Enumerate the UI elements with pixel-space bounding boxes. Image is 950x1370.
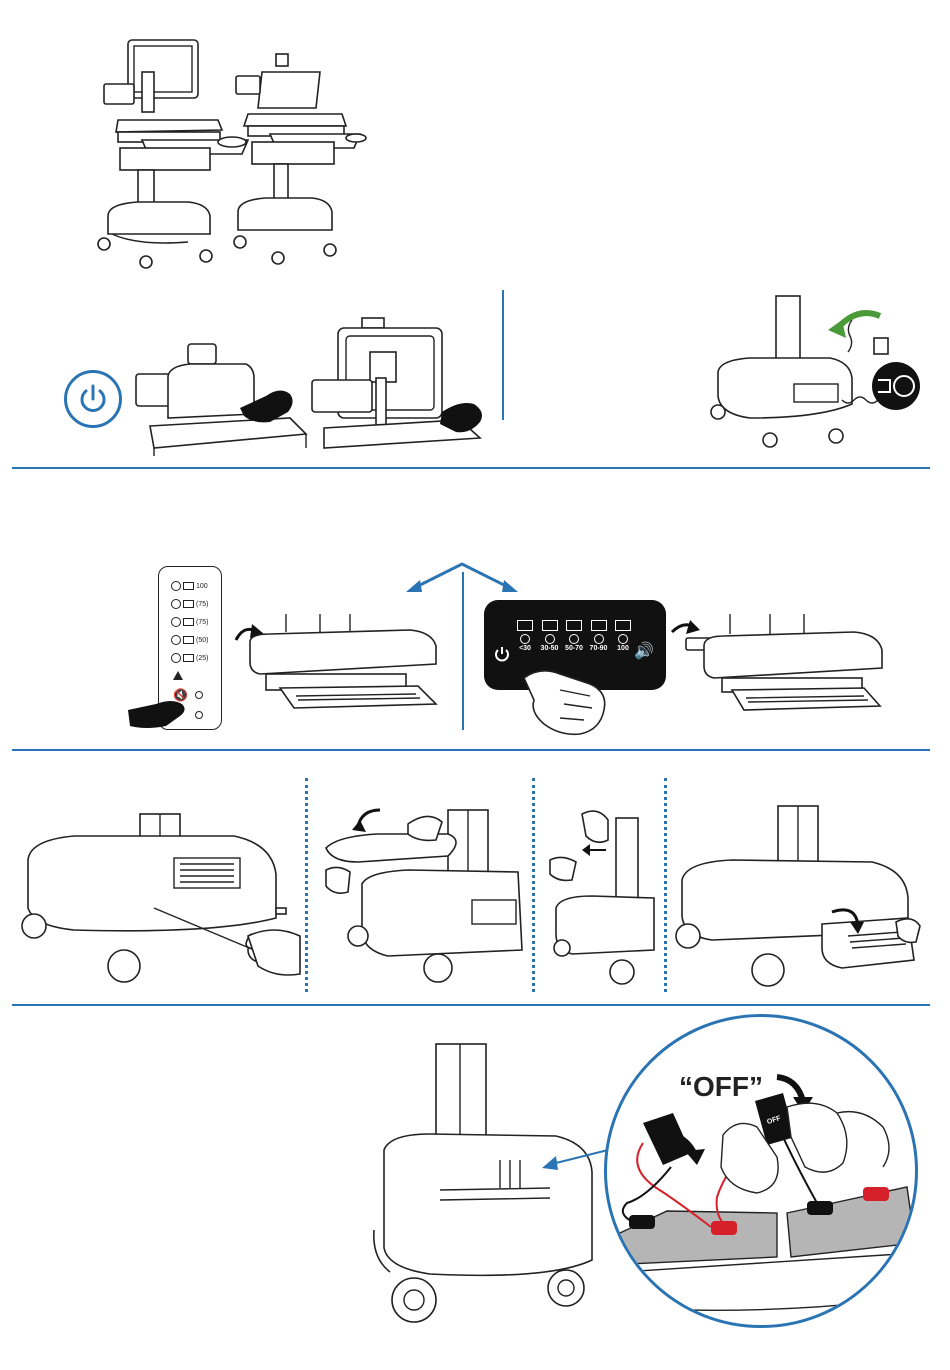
battery-level-item: 100 [612,620,634,660]
led-indicator [171,635,181,645]
battery-level-list: 100 (75) (75) (50) (25) [171,577,217,667]
battery-icon [183,636,194,644]
warning-icon [173,671,183,680]
led-indicator [618,634,628,644]
battery-icon [517,620,533,631]
hand-pressing-power-icon [126,696,190,732]
led-indicator [171,653,181,663]
column-divider-power [502,290,504,420]
battery-icon [615,620,631,631]
step-remove-cover-illustration [672,800,922,990]
battery-level-label: 70-90 [588,645,610,652]
battery-level-row: (50) [171,631,217,649]
finger-pressing-power-illustration [520,660,620,740]
battery-level-row: 100 [171,577,217,595]
section-divider-2 [12,749,930,751]
plug-in-charger-illustration [710,296,930,456]
battery-level-label: (25) [196,655,208,662]
battery-level-label: <30 [514,645,536,652]
cart-models-illustration [98,36,358,276]
step-lift-cover-illustration [318,800,528,990]
step-divider-1 [305,778,308,992]
battery-icon [183,600,194,608]
led-indicator [569,634,579,644]
power-on-workstations-illustration [130,288,490,458]
power-led [195,711,203,719]
battery-level-label: (75) [196,619,208,626]
led-indicator [520,634,530,644]
battery-icon [566,620,582,631]
step-remove-screw-illustration [14,800,304,990]
step-divider-3 [664,778,667,992]
mute-led [195,691,203,699]
power-icon [76,382,110,416]
battery-switch-callout: “OFF” OFF [604,1014,918,1328]
led-indicator [171,617,181,627]
battery-level-label: 50-70 [563,645,585,652]
battery-level-label: 30-50 [539,645,561,652]
led-indicator [545,634,555,644]
battery-icon [542,620,558,631]
battery-level-item: 50-70 [563,620,585,660]
battery-icon [183,618,194,626]
section-divider-3 [12,1004,930,1006]
battery-level-row: (75) [171,613,217,631]
battery-icon [591,620,607,631]
led-indicator [171,581,181,591]
step-disconnect-cable-illustration [542,800,662,990]
battery-level-label: (50) [196,637,208,644]
power-button-symbol [64,370,122,428]
cart-base-battery-illustration [370,1040,600,1350]
battery-switch-scene [607,1017,915,1325]
branch-arrow [404,558,524,598]
led-indicator [594,634,604,644]
battery-level-row: <30 30-50 50-70 70-90 100 [514,620,634,660]
keyboard-tray-illustration-left [240,612,440,722]
battery-level-item: <30 [514,620,536,660]
battery-level-row: (25) [171,649,217,667]
battery-icon [183,582,194,590]
speaker-icon: 🔊 [634,644,654,660]
battery-level-row: (75) [171,595,217,613]
keyboard-tray-illustration-right [674,612,884,722]
power-icon [494,646,510,662]
step-divider-2 [532,778,535,992]
battery-level-item: 30-50 [539,620,561,660]
battery-level-label: 100 [612,645,634,652]
battery-level-label: 100 [196,583,208,590]
led-indicator [171,599,181,609]
section-divider-1 [12,467,930,469]
battery-level-label: (75) [196,601,208,608]
battery-level-item: 70-90 [588,620,610,660]
battery-icon [183,654,194,662]
